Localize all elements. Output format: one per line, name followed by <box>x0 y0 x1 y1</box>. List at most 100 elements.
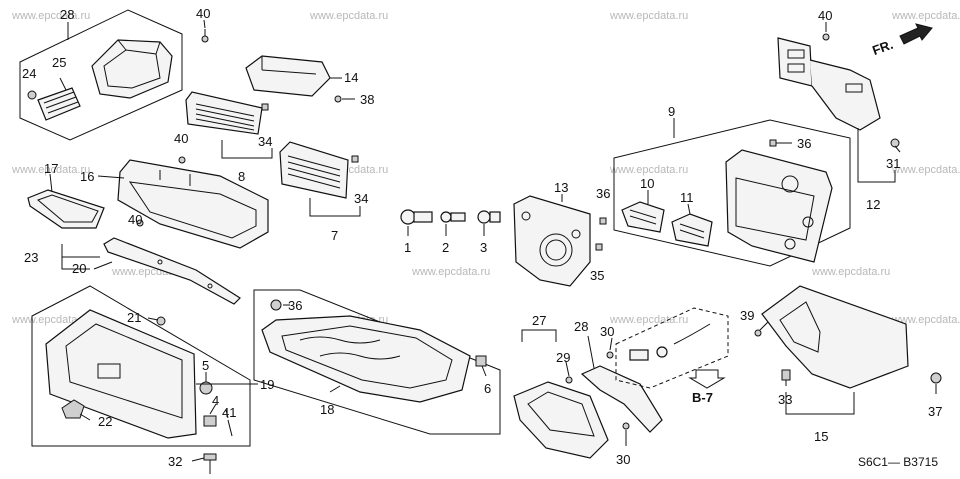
part-3-holder <box>477 210 501 224</box>
label-33: 33 <box>778 392 792 407</box>
label-11: 11 <box>680 190 694 205</box>
label-31: 31 <box>886 156 900 171</box>
label-28: 28 <box>60 7 74 22</box>
label-6: 6 <box>484 381 491 396</box>
bracket-23 <box>61 244 100 258</box>
bracket-23b <box>61 257 90 270</box>
part-22-damper <box>61 399 85 419</box>
group-19-frame <box>31 285 251 447</box>
label-36: 36 <box>596 186 610 201</box>
label-28: 28 <box>574 319 588 334</box>
part-19-glovebox <box>45 309 197 439</box>
label-21: 21 <box>127 310 141 325</box>
label-36: 36 <box>797 136 811 151</box>
label-7: 7 <box>331 228 338 243</box>
part-23-bracket <box>103 237 241 305</box>
watermark: www.epcdata.ru <box>610 10 689 22</box>
label-39: 39 <box>740 308 754 323</box>
part-6-clip <box>475 355 487 367</box>
part-16-panel <box>117 159 269 249</box>
part-9-center-panel <box>725 149 833 263</box>
label-15: 15 <box>814 429 828 444</box>
group-9-frame <box>613 119 851 267</box>
part-40-screw <box>822 33 830 41</box>
label-13: 13 <box>554 180 568 195</box>
label-29: 29 <box>556 350 570 365</box>
part-40-screw <box>201 29 209 43</box>
label-1: 1 <box>404 240 411 255</box>
label-27: 27 <box>532 313 546 328</box>
leader-lines <box>49 19 937 462</box>
part-8-grille <box>185 91 263 135</box>
part-4-latch <box>203 415 217 427</box>
part-40-screw <box>136 219 144 227</box>
part-34-clip <box>351 155 359 163</box>
bracket-27 <box>521 329 557 342</box>
watermark: www.epcdata.ru <box>610 314 689 326</box>
label-40: 40 <box>174 131 188 146</box>
part-30-screw <box>606 351 614 359</box>
watermark: www.epcdata.ru <box>892 10 960 22</box>
label-40: 40 <box>128 212 142 227</box>
label-8: 8 <box>238 169 245 184</box>
part-34-clip <box>261 103 269 111</box>
label-23: 23 <box>24 250 38 265</box>
part-11-vent <box>671 213 713 247</box>
label-40: 40 <box>818 8 832 23</box>
callout-frame <box>615 307 729 389</box>
part-18-lower-panel <box>261 315 471 403</box>
label-5: 5 <box>202 358 209 373</box>
label-41: 41 <box>222 405 236 420</box>
part-37-clip <box>930 372 942 384</box>
label-37: 37 <box>928 404 942 419</box>
part-15-side-panel <box>761 285 909 389</box>
part-28-duct <box>91 39 173 99</box>
part-12-bracket <box>777 37 881 131</box>
part-31-screw <box>890 138 900 148</box>
label-14: 14 <box>344 70 358 85</box>
part-32-bolt <box>203 453 217 474</box>
part-13-bezel <box>513 195 591 287</box>
reference-label: B-7 <box>692 390 713 405</box>
bracket-12 <box>857 128 896 183</box>
part-14-pocket <box>245 55 342 97</box>
part-29-clip <box>565 376 573 384</box>
label-3: 3 <box>480 240 487 255</box>
label-25: 25 <box>52 55 66 70</box>
part-33-clip <box>781 369 791 381</box>
label-35: 35 <box>590 268 604 283</box>
label-4: 4 <box>212 393 219 408</box>
label-18: 18 <box>320 402 334 417</box>
part-41-pin <box>227 419 233 437</box>
label-40: 40 <box>196 6 210 21</box>
bracket-15 <box>785 392 855 415</box>
label-30: 30 <box>616 452 630 467</box>
label-9: 9 <box>668 104 675 119</box>
watermark: www.epcdata.ru <box>412 266 491 278</box>
label-12: 12 <box>866 197 880 212</box>
part-36-clip <box>599 217 607 225</box>
part-labels: 28 25 24 40 14 38 34 40 8 17 16 34 7 40 … <box>22 6 942 469</box>
part-7-grille <box>279 141 349 199</box>
part-25-vent <box>37 87 81 121</box>
label-24: 24 <box>22 66 36 81</box>
label-22: 22 <box>98 414 112 429</box>
part-17-tray <box>27 189 105 229</box>
part-36-clip <box>769 139 777 147</box>
diagram-code: S6C1— B3715 <box>857 455 938 469</box>
part-40-screw <box>178 156 186 164</box>
part-21-clip <box>156 316 166 326</box>
label-17: 17 <box>44 161 58 176</box>
label-19: 19 <box>260 377 274 392</box>
watermark: www.epcdata.ru <box>610 164 689 176</box>
label-38: 38 <box>360 92 374 107</box>
label-2: 2 <box>442 240 449 255</box>
watermark: www.epcdata.ru <box>812 266 891 278</box>
watermark: www.epcdata.ru <box>12 164 91 176</box>
label-20: 20 <box>72 261 86 276</box>
part-28-cover <box>580 365 663 433</box>
label-34: 34 <box>354 191 368 206</box>
part-1-lighter <box>400 209 433 225</box>
part-30-screw <box>622 422 630 446</box>
